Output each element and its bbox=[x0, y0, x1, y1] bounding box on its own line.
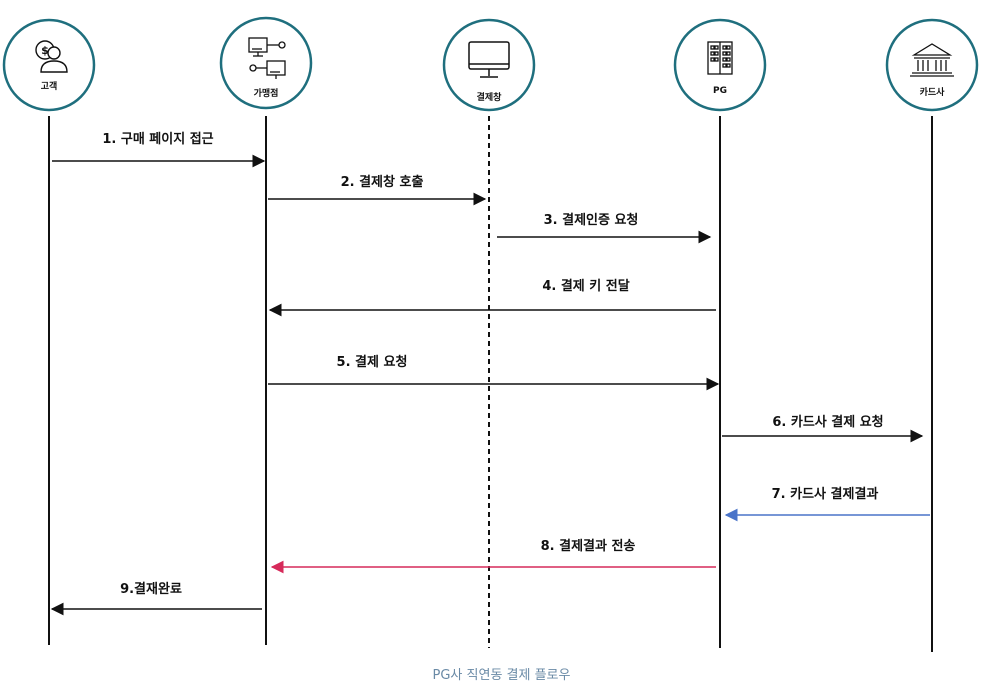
bank-icon bbox=[910, 43, 954, 77]
actor-payment-window: 결제창 bbox=[442, 18, 536, 112]
message-label: 1. 구매 페이지 접근 bbox=[102, 131, 213, 147]
monitor-icon bbox=[468, 41, 510, 78]
message-4: 4. 결제 키 전달 bbox=[268, 278, 716, 317]
message-9: 9.결재완료 bbox=[50, 581, 262, 616]
figure-caption: PG사 직연동 결제 플로우 bbox=[432, 668, 571, 683]
building-icon bbox=[707, 41, 733, 75]
message-label: 7. 카드사 결제결과 bbox=[772, 486, 879, 502]
actor-label-merchant: 가맹점 bbox=[254, 87, 279, 99]
actor-card-company: 카드사 bbox=[885, 18, 979, 112]
message-label: 3. 결제인증 요청 bbox=[544, 212, 639, 228]
actor-pg: PG bbox=[673, 18, 767, 112]
message-5: 5. 결제 요청 bbox=[268, 354, 720, 391]
message-label: 8. 결제결과 전송 bbox=[541, 538, 636, 554]
message-6: 6. 카드사 결제 요청 bbox=[722, 414, 924, 443]
actor-label-card-company: 카드사 bbox=[920, 86, 946, 98]
svg-text:$: $ bbox=[41, 44, 49, 57]
message-1: 1. 구매 페이지 접근 bbox=[52, 131, 266, 168]
message-label: 4. 결제 키 전달 bbox=[542, 278, 629, 294]
message-2: 2. 결제창 호출 bbox=[268, 174, 487, 206]
message-8: 8. 결제결과 전송 bbox=[270, 538, 716, 574]
message-3: 3. 결제인증 요청 bbox=[497, 212, 712, 244]
merchant-network-icon bbox=[248, 37, 286, 79]
message-label: 6. 카드사 결제 요청 bbox=[772, 414, 883, 430]
customer-icon: $ bbox=[35, 40, 68, 73]
message-label: 9.결재완료 bbox=[120, 581, 182, 597]
message-label: 5. 결제 요청 bbox=[337, 354, 408, 370]
actor-label-customer: 고객 bbox=[41, 81, 58, 92]
message-label: 2. 결제창 호출 bbox=[341, 174, 424, 190]
actor-label-pg: PG bbox=[713, 86, 727, 96]
message-7: 7. 카드사 결제결과 bbox=[724, 486, 930, 522]
actor-merchant: 가맹점 bbox=[219, 16, 313, 110]
actor-label-payment-window: 결제창 bbox=[477, 91, 503, 103]
actor-customer: $ 고객 bbox=[2, 18, 96, 112]
